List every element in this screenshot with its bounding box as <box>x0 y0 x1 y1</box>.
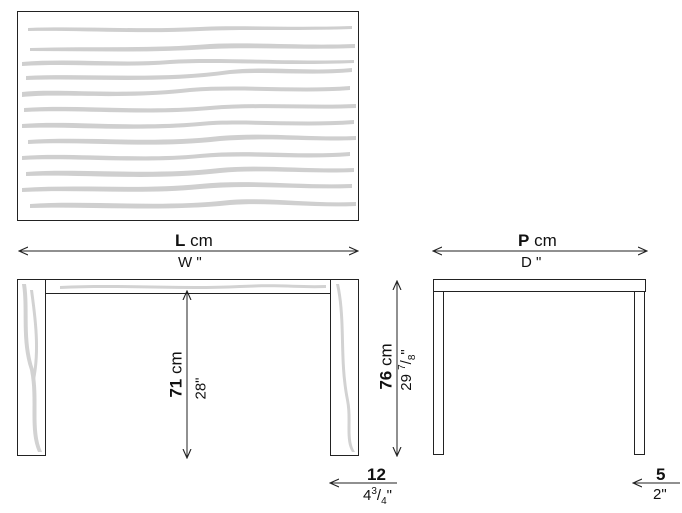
total-height-unit-metric: cm <box>376 343 396 367</box>
depth-unit-imperial: " <box>536 254 542 271</box>
side-tabletop <box>433 279 646 292</box>
length-unit-imperial: " <box>196 254 202 271</box>
depth-symbol-imperial: D <box>521 254 532 271</box>
depth-symbol: P <box>518 231 530 250</box>
length-symbol-imperial: W <box>178 254 193 271</box>
side-leg-width-label-imperial: 2" <box>653 487 667 502</box>
side-view <box>433 279 646 455</box>
side-left-leg <box>433 291 444 455</box>
depth-label-imperial: D " <box>521 255 541 270</box>
total-height-imperial-den: 8 <box>407 354 418 361</box>
inner-height-value-metric: 71 <box>166 378 186 398</box>
front-grain-pattern <box>22 284 355 452</box>
depth-label-metric: P cm <box>518 232 557 249</box>
total-height-imperial-num: 7 <box>397 364 408 370</box>
wood-grain-pattern <box>22 26 356 209</box>
front-view <box>17 279 359 456</box>
leg-width-value-metric: 12 <box>367 465 386 484</box>
total-height-label-metric: 76 cm <box>376 337 396 397</box>
leg-width-imperial-den: 4 <box>381 496 387 507</box>
total-height-value-metric: 76 <box>376 370 396 390</box>
length-label-metric: L cm <box>175 232 213 249</box>
total-height-imperial-unit: " <box>398 349 415 355</box>
side-leg-width-value-imperial: 2" <box>653 486 667 503</box>
top-view <box>17 11 359 221</box>
inner-height-label-metric: 71 cm <box>166 345 186 405</box>
side-leg-width-value-metric: 5 <box>656 465 666 484</box>
inner-height-value-imperial: 28" <box>192 377 210 400</box>
length-symbol: L <box>175 231 186 250</box>
leg-width-label-metric: 12 <box>367 466 386 483</box>
length-label-imperial: W " <box>178 255 202 270</box>
leg-width-imperial-whole: 4 <box>363 487 372 504</box>
side-leg-width-label-metric: 5 <box>656 466 665 483</box>
total-height-imperial-whole: 29 <box>398 374 415 391</box>
depth-unit-metric: cm <box>534 231 557 250</box>
inner-height-label-imperial: 28" <box>192 364 210 414</box>
length-unit-metric: cm <box>190 231 213 250</box>
leg-width-imperial-num: 3 <box>371 486 377 497</box>
side-right-leg <box>634 291 645 455</box>
leg-width-label-imperial: 43/4" <box>363 486 392 507</box>
inner-height-unit-metric: cm <box>166 351 186 375</box>
leg-width-imperial-unit: " <box>386 487 392 504</box>
total-height-label-imperial: 29 7/8" <box>397 349 418 391</box>
